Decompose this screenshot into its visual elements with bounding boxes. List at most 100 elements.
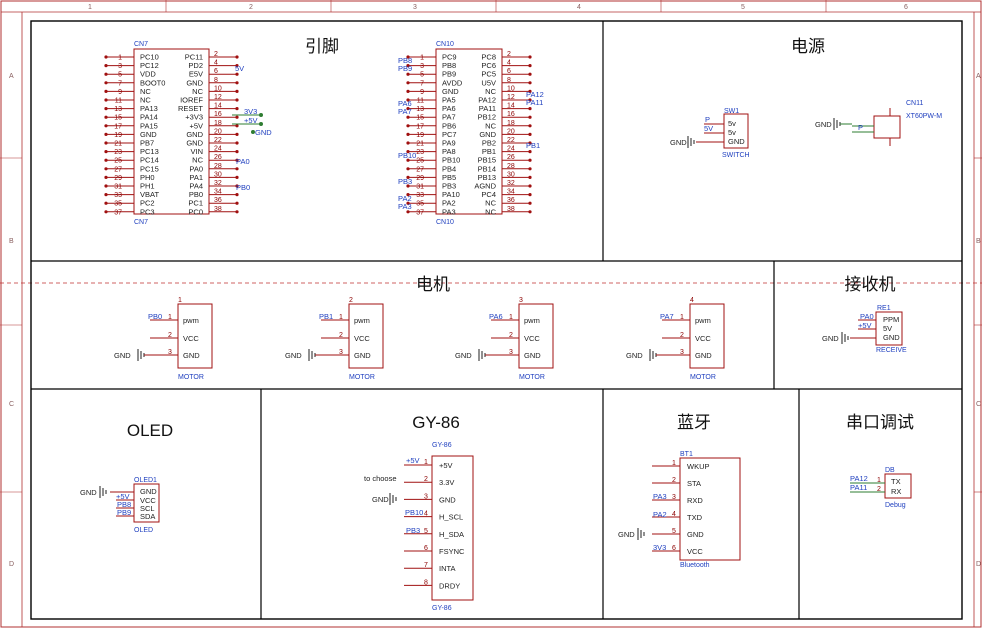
net-label-pb3: PB3 (398, 177, 412, 186)
ruler-row-a: A (9, 73, 14, 80)
pin-name: GND (186, 130, 203, 139)
pin-number: 29 (114, 175, 122, 182)
pin-number: 7 (420, 80, 424, 87)
section-title-power: 电源 (791, 37, 825, 56)
pin-name: TXD (687, 513, 703, 522)
section-title-receiver: 接收机 (845, 275, 896, 294)
pin-name: PC9 (442, 53, 457, 62)
pin-end (528, 141, 532, 145)
pin-end (406, 150, 410, 154)
pin-name: PC12 (140, 61, 159, 70)
pin-name: PC2 (140, 199, 155, 208)
pin-number: 2 (339, 332, 343, 339)
pin-end (528, 55, 532, 59)
pin-end (528, 167, 532, 171)
pin-number: 21 (416, 141, 424, 148)
pin-number: 3 (509, 349, 513, 356)
pin-number: 11 (417, 98, 424, 105)
power-switch[interactable]: SW1 5v 5v GND SWITCH (696, 108, 750, 159)
pin-name: PA6 (442, 104, 456, 113)
net-label-5v: 5V (235, 64, 244, 73)
pin-number: 1 (672, 460, 676, 467)
pin-number: 2 (680, 332, 684, 339)
pin-end (528, 201, 532, 205)
ground-symbol (478, 349, 491, 361)
pin-number: 15 (416, 115, 424, 122)
pin-number: 7 (424, 562, 428, 569)
pin-number: 13 (114, 106, 122, 113)
receiver-module[interactable]: RE1 PPM 5V GND RECEIVE (850, 305, 907, 354)
net-label-gy86-pb3: PB3 (406, 526, 420, 535)
pin-end (406, 98, 410, 102)
net-label-debug-pa12: PA12 (850, 474, 868, 483)
gy86-choose-label: to choose (364, 474, 397, 483)
pin-number: 4 (424, 511, 428, 518)
pin-number: 2 (214, 51, 218, 58)
section-title-serial: 串口调试 (846, 413, 914, 432)
xt60-name: XT60PW-M (906, 113, 942, 120)
pin-name: PC6 (481, 61, 496, 70)
pin-number: 3 (680, 349, 684, 356)
gy86-name: GY-86 (432, 605, 452, 612)
pin-name: PC8 (481, 53, 496, 62)
pin-number: 36 (214, 197, 222, 204)
pin-name: PB15 (478, 156, 496, 165)
xt60-connector[interactable]: CN11 XT60PW-M (852, 100, 942, 146)
pin-end (406, 107, 410, 111)
receiver-name: RECEIVE (876, 347, 907, 354)
section-title-oled: OLED (127, 421, 173, 440)
pin-end (235, 124, 239, 128)
net-label-oled-pb8: PB8 (117, 500, 131, 509)
pin-name: VCC (183, 334, 199, 343)
pin-number: 8 (507, 77, 511, 84)
pin-number: 1 (509, 314, 513, 321)
oled-pin-gnd: GND (140, 487, 157, 496)
ground-symbol (389, 493, 397, 505)
pin-number: 4 (214, 60, 218, 67)
pin-number: 14 (214, 103, 222, 110)
ruler-row-d: D (9, 561, 14, 568)
pin-number: 1 (168, 314, 172, 321)
motor-body (518, 303, 554, 369)
debug-pin-rx: RX (891, 487, 901, 496)
pin-name: GND (442, 87, 459, 96)
pin-name: GND (687, 530, 704, 539)
pin-name: NC (192, 156, 203, 165)
pin-number: 38 (507, 206, 515, 213)
ground-symbol (308, 349, 321, 361)
pin-end (406, 115, 410, 119)
ruler-col-6: 6 (904, 4, 908, 11)
pin-number: 24 (214, 146, 222, 153)
pin-end (235, 81, 239, 85)
pin-name: PA2 (442, 199, 456, 208)
gy86-body (431, 455, 474, 601)
bt-body (679, 457, 741, 561)
pin-number: 4 (672, 511, 676, 518)
pin-name: PB2 (482, 139, 496, 148)
pin-number: 9 (118, 89, 122, 96)
pin-number: 17 (114, 123, 122, 130)
net-label-gnd: GND (255, 128, 272, 137)
pin-end (235, 175, 239, 179)
pin-end (528, 64, 532, 68)
pin-number: 13 (416, 106, 424, 113)
pin-name: PC7 (442, 130, 457, 139)
pin-number: 29 (416, 175, 424, 182)
oled-module[interactable]: OLED1 GND VCC SCL SDA OLED (110, 477, 160, 534)
pin-end (104, 89, 108, 93)
pin-number: 37 (416, 209, 424, 216)
motor-gnd-label: GND (285, 351, 302, 360)
ground-symbol (687, 136, 695, 148)
pin-end (528, 124, 532, 128)
debug-port[interactable]: DB TX RX 1 2 Debug (850, 467, 912, 509)
